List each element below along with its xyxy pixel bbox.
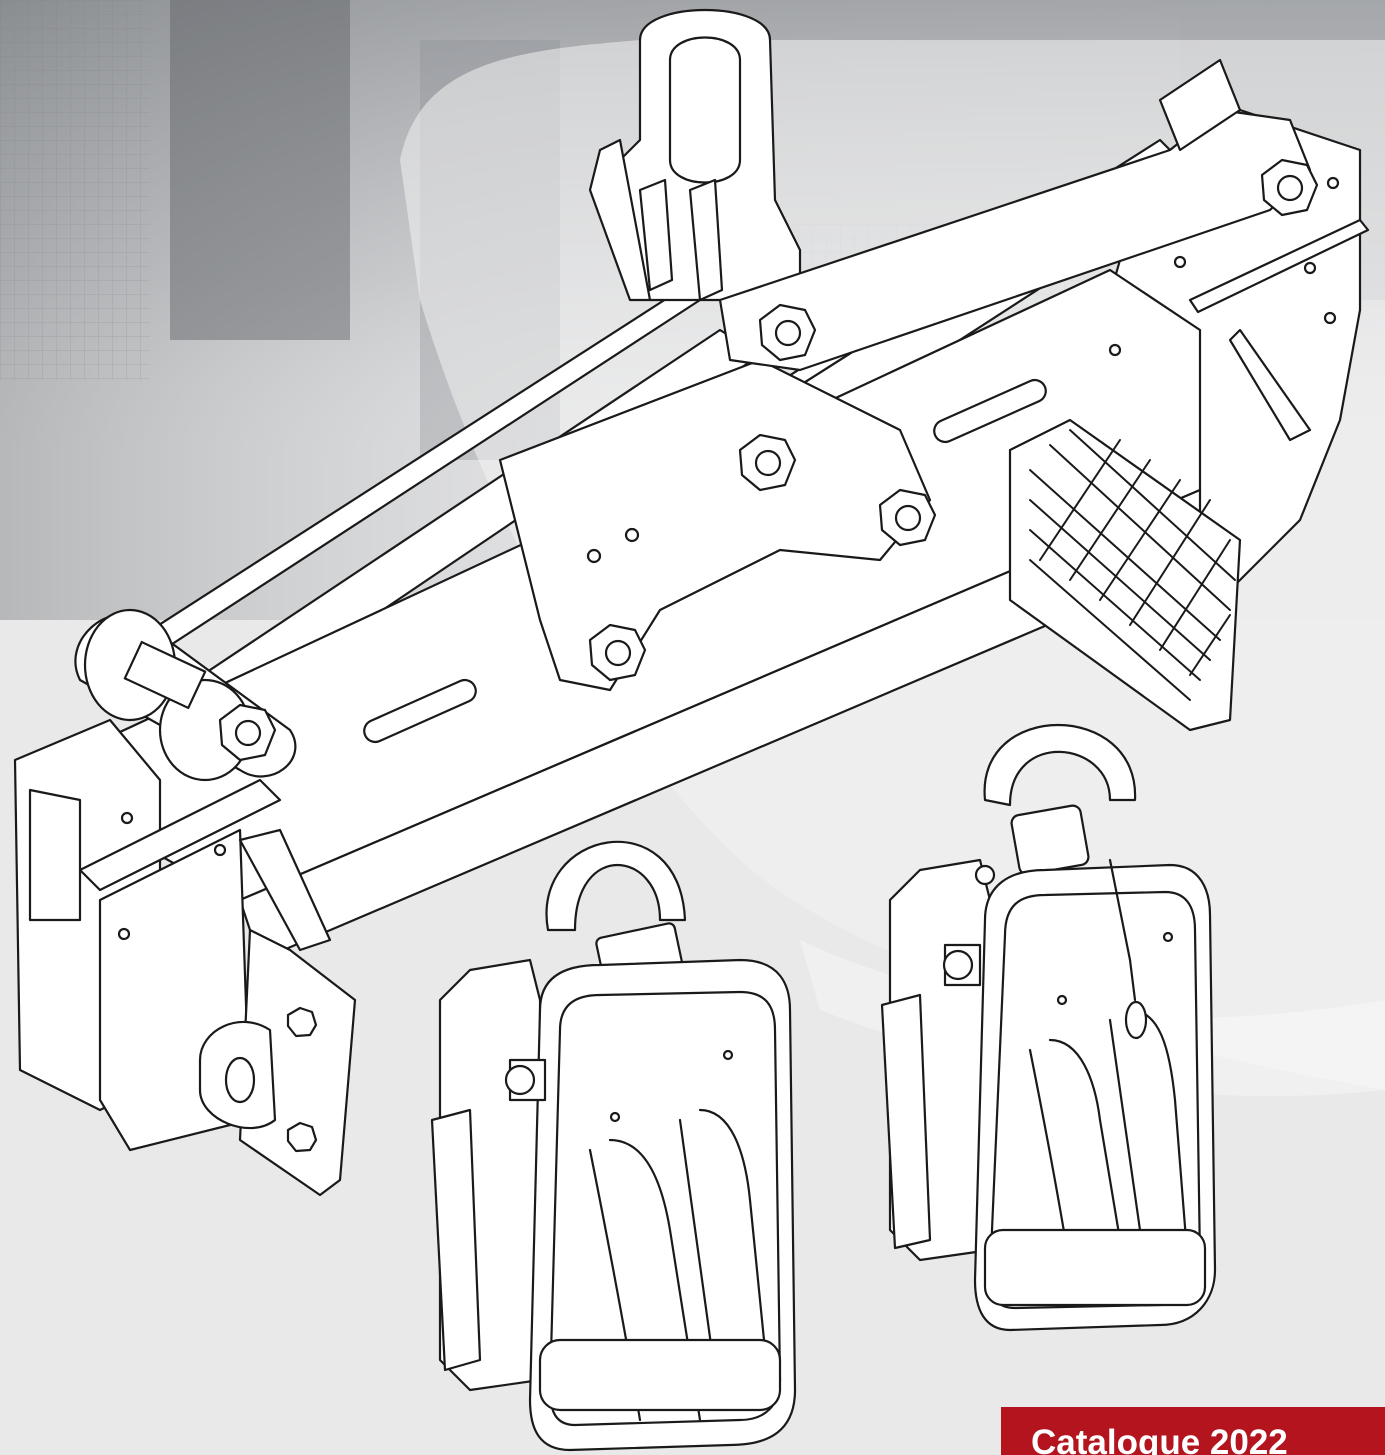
plate-clamp-right <box>880 723 1217 1332</box>
catalogue-year-badge: Catalogue 2022 <box>1001 1407 1385 1455</box>
lifting-beam <box>13 9 1370 1197</box>
plate-clamp-left <box>430 840 797 1452</box>
nut-group <box>218 158 1319 1153</box>
